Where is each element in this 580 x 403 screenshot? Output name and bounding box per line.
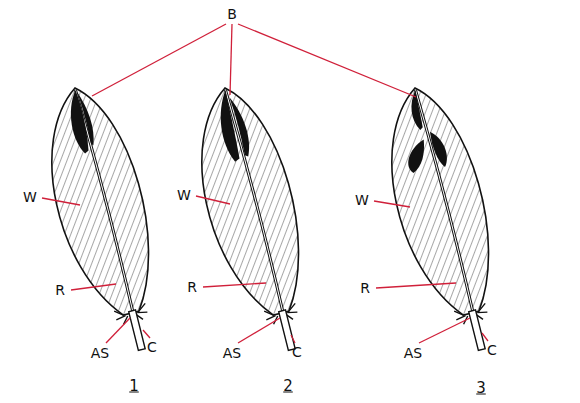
part-label: C: [487, 343, 497, 357]
callout-number: 3: [476, 381, 486, 396]
part-label: C: [147, 340, 157, 354]
feather-3: [370, 79, 518, 361]
part-label: W: [355, 193, 369, 207]
part-label: AS: [91, 346, 109, 360]
part-label: R: [55, 283, 65, 297]
feather-2: [180, 79, 328, 361]
leader-lines: [42, 24, 488, 343]
part-label: B: [227, 7, 237, 21]
part-label: W: [177, 188, 191, 202]
part-label: C: [292, 345, 302, 359]
callout-number: 2: [283, 379, 293, 394]
part-label: AS: [404, 346, 422, 360]
part-label: W: [23, 190, 37, 204]
feather-1: [30, 79, 178, 361]
part-label: R: [187, 280, 197, 294]
callout-number: 1: [129, 379, 139, 394]
part-label: R: [360, 281, 370, 295]
part-label: AS: [223, 346, 241, 360]
